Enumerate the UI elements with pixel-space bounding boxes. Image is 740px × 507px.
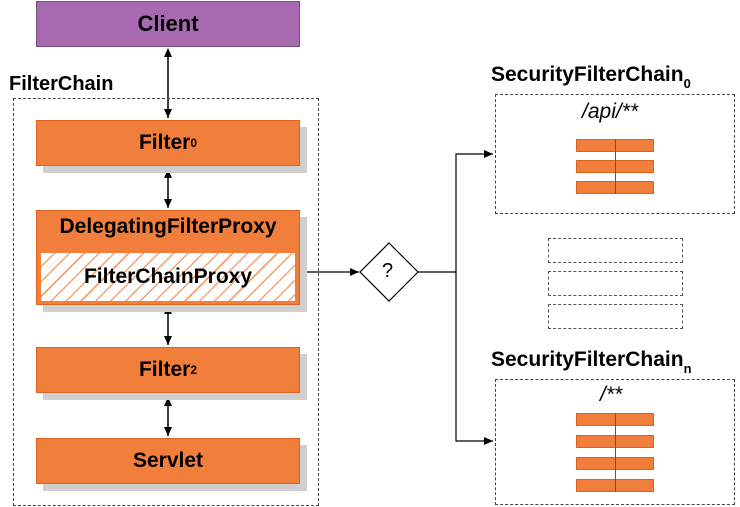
placeholder-chain-2	[548, 271, 683, 296]
security-chain-n-filter-stack	[576, 413, 654, 493]
security-chain-n-stack-line	[615, 413, 616, 492]
security-chain-0-pattern: /api/**	[582, 100, 639, 123]
filter0-label: Filter	[138, 131, 191, 154]
security-chain-0-title: SecurityFilterChain0	[491, 63, 691, 91]
security-chain-0-title-text: SecurityFilterChain	[491, 63, 684, 86]
security-chain-n-title-text: SecurityFilterChain	[491, 348, 684, 371]
filterchainproxy-box: FilterChainProxy	[40, 252, 296, 302]
security-chain-0-filter-stack	[576, 139, 654, 195]
servlet-box: Servlet	[36, 438, 300, 484]
placeholder-chain-3	[548, 304, 683, 329]
security-chain-n-pattern: /**	[600, 383, 623, 406]
branch-to-chain0-arrow	[455, 150, 493, 272]
security-chain-0-subscript: 0	[683, 76, 691, 91]
security-chain-0-stack-line	[615, 139, 616, 194]
servlet-label: Servlet	[132, 449, 204, 472]
security-chain-0-container	[495, 94, 735, 214]
client-label: Client	[137, 11, 199, 36]
placeholder-chain-1	[548, 238, 683, 263]
delegating-label: DelegatingFilterProxy	[59, 215, 277, 238]
filterchain-container	[13, 98, 319, 506]
client-box: Client	[36, 1, 309, 56]
security-chain-n-title: SecurityFilterChainn	[491, 348, 692, 376]
security-chain-n-container	[495, 379, 735, 505]
filter0-subscript: 0	[190, 136, 198, 150]
decision-diamond	[359, 242, 419, 302]
filter2-subscript: 2	[190, 363, 198, 377]
filterchain-title: FilterChain	[9, 73, 114, 95]
filter2-label: Filter	[138, 358, 191, 381]
security-chain-n-subscript: n	[683, 361, 692, 376]
decision-label: ?	[382, 260, 394, 282]
filterchainproxy-label: FilterChainProxy	[83, 265, 253, 288]
branch-to-chainn-arrow	[455, 272, 493, 445]
